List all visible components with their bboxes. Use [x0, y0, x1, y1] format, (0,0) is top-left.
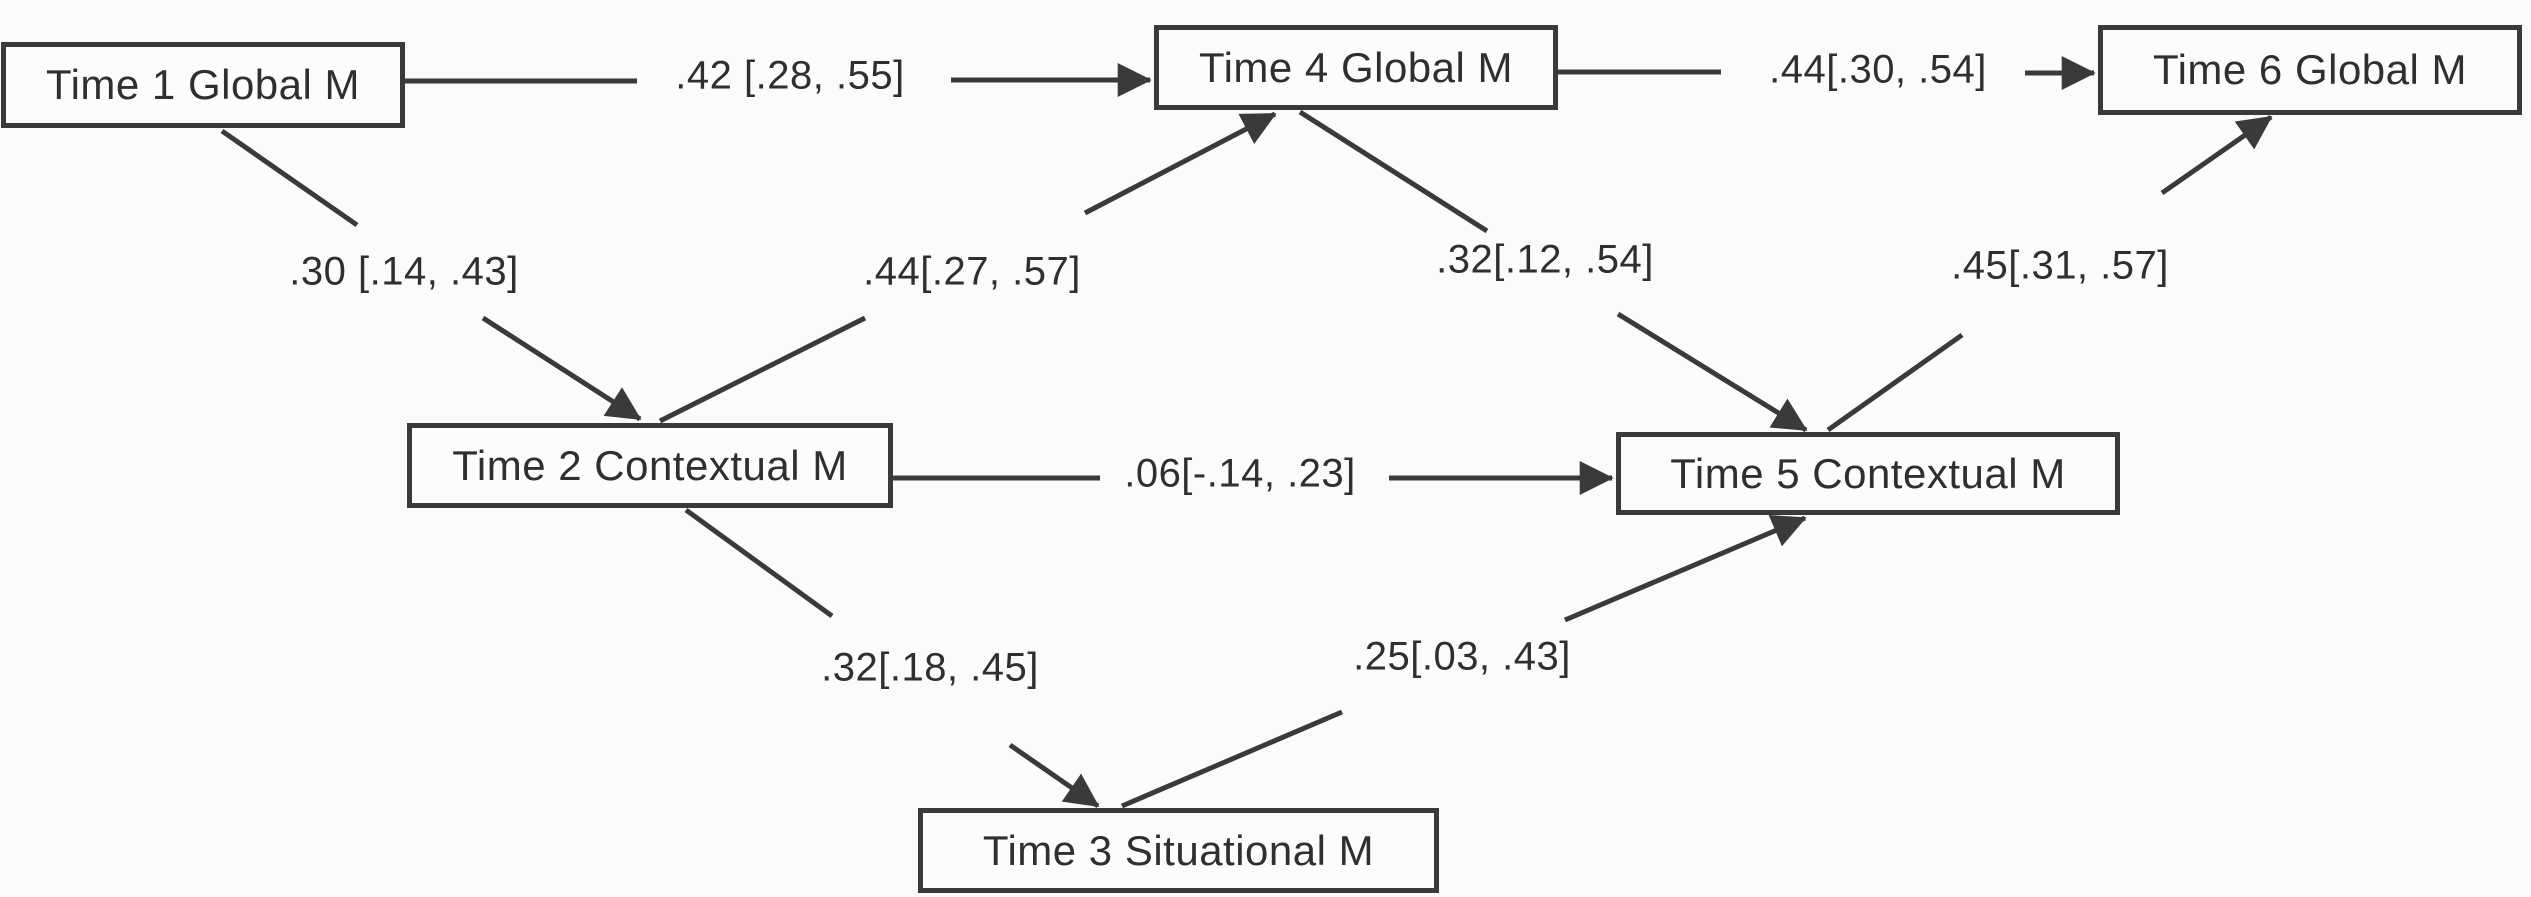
node-time4-global-m: Time 4 Global M — [1154, 25, 1558, 110]
edge-t1-t2-arrow — [481, 315, 642, 422]
node-time5-contextual-m: Time 5 Contextual M — [1616, 432, 2120, 515]
coefficient-t3-t5: .25[.03, .43] — [1353, 634, 1571, 679]
coefficient-t4-t5: .32[.12, .54] — [1436, 237, 1654, 282]
edge-t4-t5-arrow — [1616, 311, 1808, 433]
coefficient-t1-t2: .30 [.14, .43] — [289, 249, 519, 294]
coefficient-t4-t6: .44[.30, .54] — [1769, 47, 1987, 92]
edge-t2-t4-arrow — [1083, 111, 1277, 216]
edge-t3-t5-segment — [1121, 709, 1343, 809]
edge-t1-t2-segment — [220, 128, 359, 228]
edge-t5-t6-segment — [1826, 332, 1964, 433]
edge-t2-t4-segment — [658, 315, 867, 424]
node-time6-global-m: Time 6 Global M — [2098, 25, 2522, 115]
coefficient-t1-t4: .42 [.28, .55] — [675, 53, 905, 98]
edge-t2-t3-segment — [684, 507, 834, 619]
edge-t2-t3-arrow — [1008, 742, 1100, 809]
edge-t5-t6-arrow — [2160, 114, 2273, 196]
coefficient-t5-t6: .45[.31, .57] — [1951, 243, 2169, 288]
edge-t4-t5-segment — [1298, 109, 1489, 234]
coefficient-t2-t3: .32[.18, .45] — [821, 645, 1039, 690]
coefficient-t2-t4: .44[.27, .57] — [863, 249, 1081, 294]
node-time3-situational-m: Time 3 Situational M — [918, 808, 1439, 893]
coefficient-t2-t5: .06[-.14, .23] — [1124, 451, 1356, 496]
edge-t3-t5-arrow — [1564, 514, 1807, 623]
node-time2-contextual-m: Time 2 Contextual M — [407, 423, 893, 508]
node-time1-global-m: Time 1 Global M — [1, 42, 405, 128]
